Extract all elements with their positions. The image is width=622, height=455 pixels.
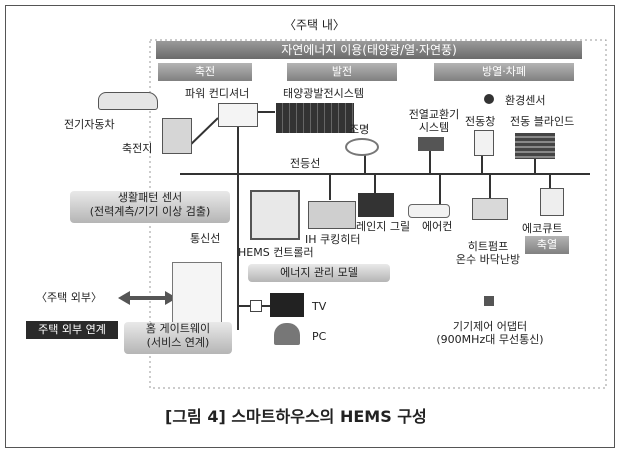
power-line-label: 전등선: [290, 157, 321, 170]
inside-label: 〈주택 내〉: [284, 18, 345, 32]
blind-label: 전동 블라인드: [510, 115, 575, 128]
generation-category: 발전: [287, 63, 397, 81]
energy-management-model: 에너지 관리 모델: [248, 264, 390, 282]
aircon-icon: [408, 204, 450, 218]
window-icon: [474, 130, 494, 156]
lighting-label: 조명: [349, 123, 370, 136]
power-window-label: 전동창: [465, 115, 496, 128]
heat-pump-icon: [472, 198, 508, 220]
gateway-cabinet-icon: [172, 262, 222, 324]
natural-energy-bar: 자연에너지 이용(태양광/열·자연풍): [156, 41, 582, 59]
solar-system-label: 태양광발전시스템: [283, 87, 364, 100]
power-conditioner-label: 파워 컨디셔너: [185, 87, 250, 100]
lamp-icon: [345, 138, 379, 156]
hems-controller-label: HEMS 컨트롤러: [238, 246, 314, 259]
tv-label: TV: [312, 300, 327, 313]
range-grill-label: 레인지 그릴: [356, 220, 411, 233]
aircon-label: 에어컨: [422, 220, 453, 233]
solar-panel-icon: [276, 103, 354, 133]
battery-label: 축전지: [122, 142, 153, 155]
heat-exchanger-label: 전열교환기 시스템: [408, 108, 460, 134]
hems-controller-icon: [250, 190, 300, 240]
figure-caption: [그림 4] 스마트하우스의 HEMS 구성: [165, 407, 427, 426]
home-gateway: 홈 게이트웨이 (서비스 연계): [124, 322, 232, 354]
power-conditioner-icon: [218, 103, 258, 127]
heat-storage-label: 축열: [525, 236, 569, 254]
tv-port-icon: [250, 300, 262, 312]
pc-user-icon: [274, 323, 300, 345]
blind-icon: [515, 133, 555, 159]
outside-link-label: 주택 외부 연계: [26, 321, 118, 339]
heat-pump-label: 히트펌프 온수 바닥난방: [455, 240, 521, 266]
car-icon: [98, 92, 158, 110]
environment-sensor-label: 환경센서: [505, 94, 546, 107]
pc-label: PC: [312, 330, 327, 343]
ih-cooker-icon: [308, 201, 356, 229]
storage-category: 축전: [158, 63, 252, 81]
outside-label: 〈주택 외부〉: [36, 291, 102, 304]
heat-exchanger-icon: [418, 137, 444, 151]
environment-sensor-icon: [484, 94, 494, 104]
ecocute-label: 에코큐트: [522, 222, 563, 235]
heating-category: 방열·차폐: [434, 63, 574, 81]
ev-label: 전기자동차: [64, 118, 115, 131]
ih-cooker-label: IH 쿠킹히터: [305, 233, 361, 246]
comm-line-label: 통신선: [190, 232, 221, 245]
adapter-label: 기기제어 어댑터 (900MHz대 무선통신): [436, 320, 544, 346]
range-icon: [358, 193, 394, 217]
tv-icon: [270, 293, 304, 317]
life-pattern-sensor: 생활패턴 센서 (전력계측/기기 이상 검출): [70, 191, 230, 223]
ecocute-icon: [540, 188, 564, 216]
adapter-icon: [484, 296, 494, 306]
battery-icon: [162, 118, 192, 154]
